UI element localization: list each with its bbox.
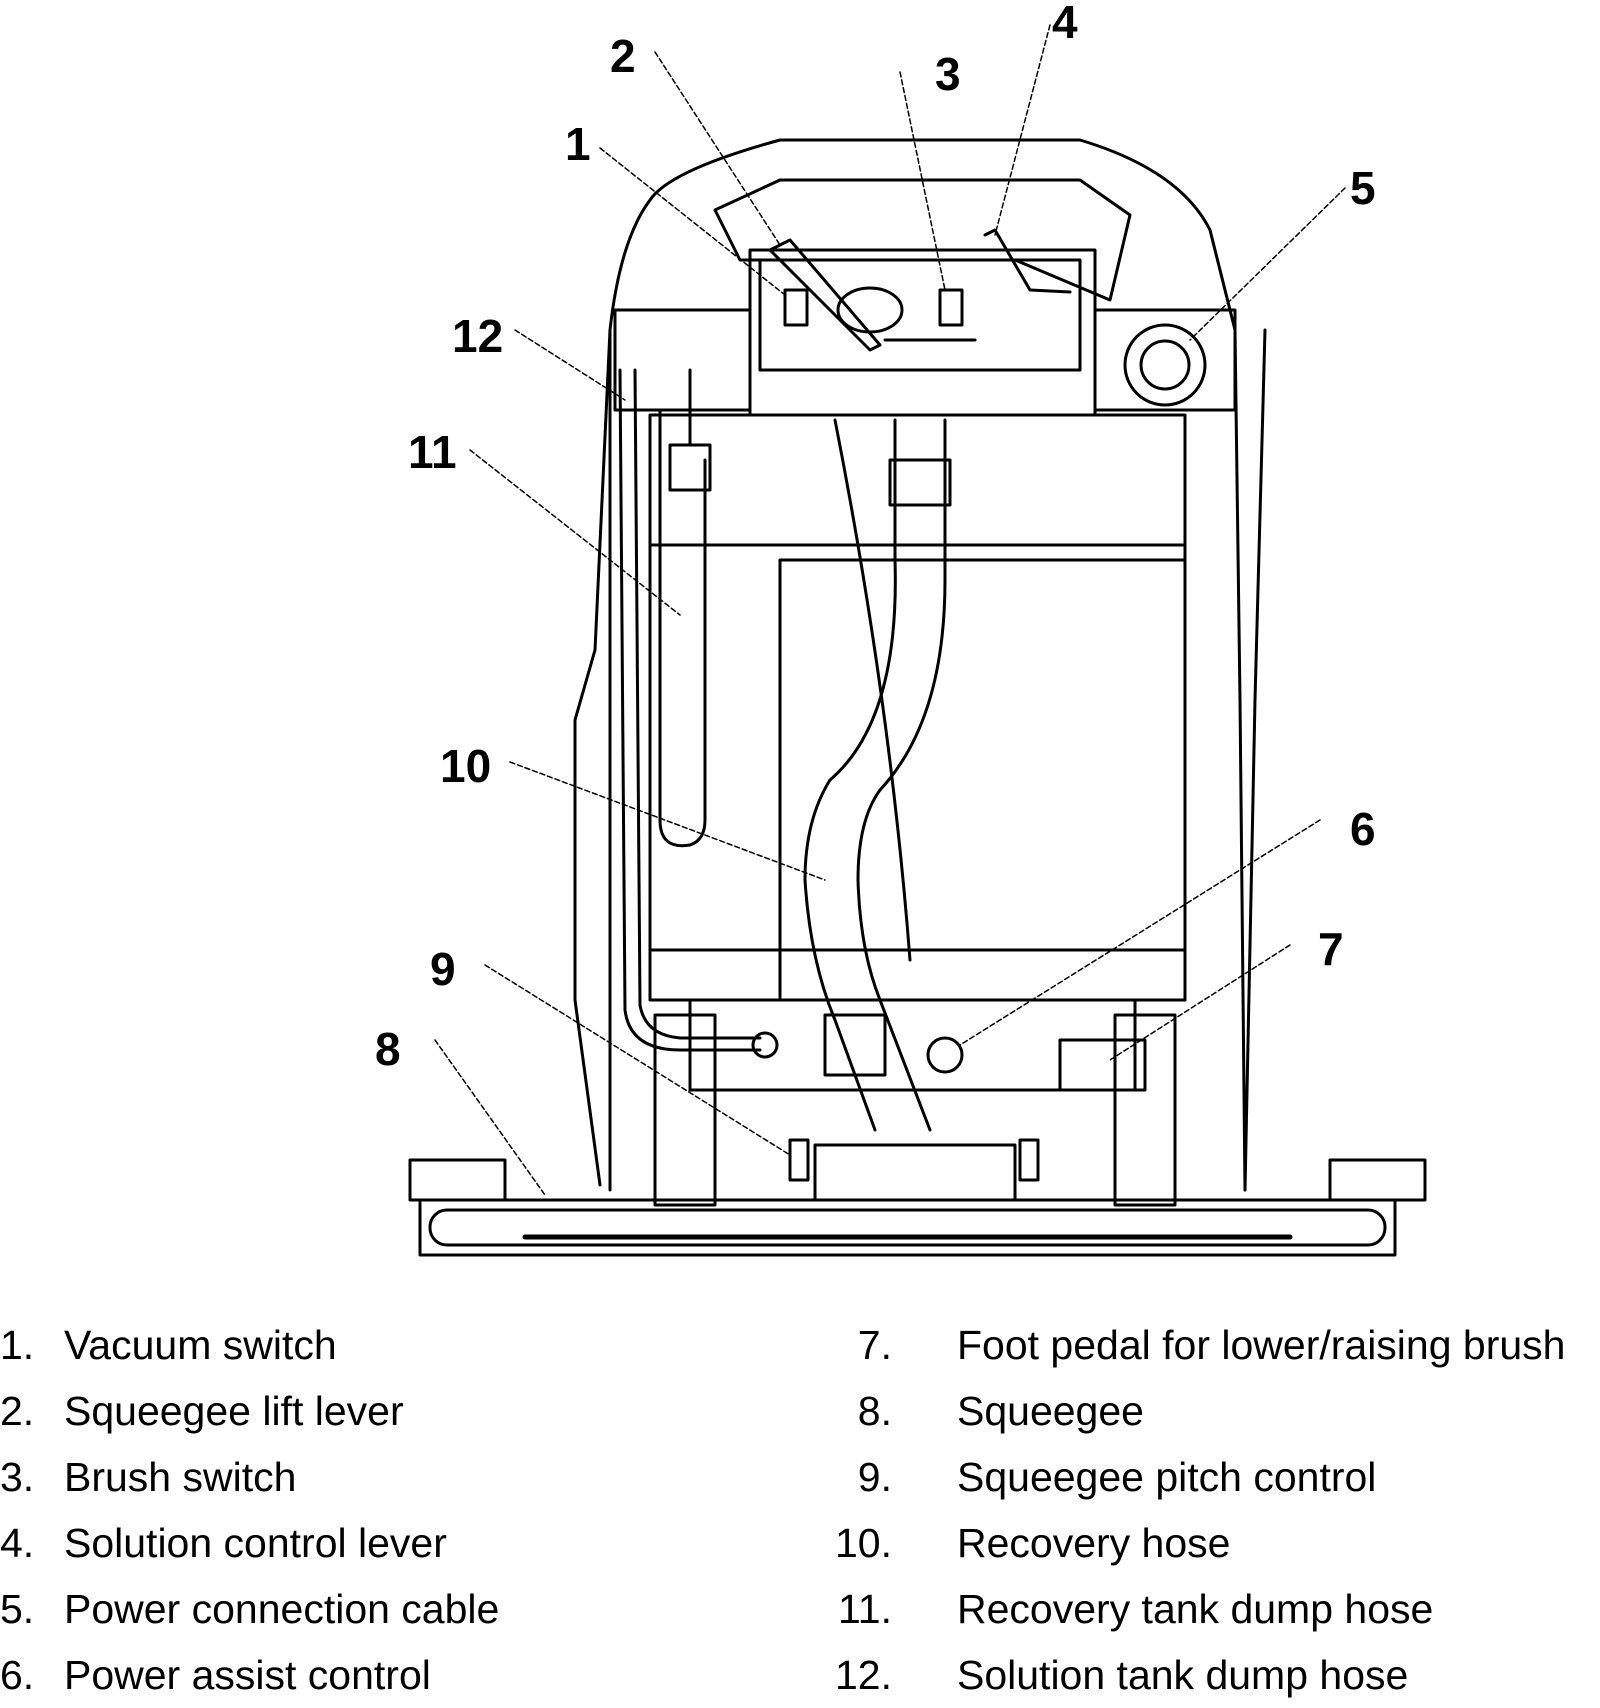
legend-number: 12. bbox=[835, 1652, 892, 1698]
left-wheel bbox=[653, 1013, 717, 1207]
dump-hose-12-inner bbox=[633, 368, 762, 1040]
legend-label: Brush switch bbox=[64, 1454, 297, 1500]
legend-label: Recovery tank dump hose bbox=[957, 1586, 1434, 1632]
callout-12: 12 bbox=[452, 310, 503, 362]
body-side-right bbox=[1243, 328, 1267, 1192]
callout-1: 1 bbox=[565, 118, 591, 170]
lower-frame bbox=[688, 998, 1137, 1092]
callout-4: 4 bbox=[1052, 0, 1078, 48]
callout-7: 7 bbox=[1318, 923, 1344, 975]
legend-label: Squeegee lift lever bbox=[64, 1388, 404, 1434]
switch-brush-shape bbox=[938, 288, 964, 327]
callout-11: 11 bbox=[408, 426, 457, 478]
recovery-tank-window bbox=[778, 558, 1187, 1002]
legend-label: Squeegee bbox=[957, 1388, 1144, 1434]
lever-squeegee-shape bbox=[768, 238, 882, 352]
callout-5: 5 bbox=[1350, 162, 1376, 214]
right-side-box bbox=[1093, 308, 1237, 412]
recovery-hose-10-edge bbox=[856, 418, 947, 1132]
parts-legend: 1. Vacuum switch 2. Squeegee lift lever … bbox=[0, 1300, 1600, 1703]
callout-8: 8 bbox=[375, 1023, 401, 1075]
control-panel-lower bbox=[748, 248, 1097, 417]
dump-hose-11-shape bbox=[658, 408, 707, 848]
leader-12 bbox=[514, 329, 626, 401]
machine-body-outline bbox=[608, 138, 1247, 1192]
leader-4 bbox=[994, 24, 1051, 236]
legend-label: Solution tank dump hose bbox=[957, 1652, 1409, 1698]
control-panel bbox=[758, 258, 1082, 372]
leader-5 bbox=[1189, 187, 1346, 341]
legend-number: 9. bbox=[857, 1454, 892, 1500]
legend-number: 2. bbox=[0, 1388, 35, 1434]
right-wheel bbox=[1113, 1013, 1177, 1207]
callout-2: 2 bbox=[610, 30, 636, 82]
body-side-left bbox=[573, 328, 612, 1187]
legend-number: 10. bbox=[835, 1520, 892, 1566]
foot-pedal-7-shape bbox=[1058, 1038, 1147, 1092]
squeegee-end-left bbox=[408, 1158, 507, 1202]
leader-1 bbox=[599, 147, 786, 296]
legend-number: 5. bbox=[0, 1586, 35, 1632]
squeegee-8-shape bbox=[418, 1198, 1397, 1257]
machine-diagram: 1 2 3 4 5 6 7 8 9 10 11 12 bbox=[375, 0, 1427, 1257]
callout-6: 6 bbox=[1350, 803, 1376, 855]
legend-number: 4. bbox=[0, 1520, 35, 1566]
squeegee-inner bbox=[428, 1208, 1387, 1247]
power-connector-outer bbox=[1123, 323, 1207, 407]
leader-2 bbox=[654, 51, 781, 246]
pitch-control-knob-right bbox=[1018, 1138, 1040, 1182]
tank-outline bbox=[648, 413, 1187, 1002]
legend-label: Power assist control bbox=[64, 1652, 431, 1698]
squeegee-end-right bbox=[1328, 1158, 1427, 1202]
legend-label: Squeegee pitch control bbox=[957, 1454, 1377, 1500]
hose-coupler-top bbox=[888, 458, 952, 507]
leader-8 bbox=[434, 1039, 546, 1196]
legend-label: Foot pedal for lower/raising brush bbox=[957, 1322, 1566, 1368]
pitch-control-knob bbox=[788, 1138, 810, 1182]
legend-number: 6. bbox=[0, 1652, 35, 1698]
leader-9 bbox=[484, 964, 791, 1156]
legend-number: 8. bbox=[857, 1388, 892, 1434]
power-connector-inner bbox=[1139, 339, 1191, 391]
leader-6 bbox=[959, 819, 1321, 1046]
legend-number: 3. bbox=[0, 1454, 35, 1500]
leader-10 bbox=[509, 761, 826, 881]
left-side-box bbox=[613, 308, 752, 412]
hose-connector bbox=[751, 1031, 779, 1059]
lever-solution-shape bbox=[983, 228, 1072, 294]
legend-number: 1. bbox=[0, 1322, 35, 1368]
squeegee-mount bbox=[813, 1143, 1017, 1202]
dump-hose-12-shape bbox=[618, 368, 762, 1052]
panel-gauge bbox=[836, 286, 904, 334]
legend-label: Recovery hose bbox=[957, 1520, 1231, 1566]
pedal-cable bbox=[833, 418, 912, 962]
hose-coupler-bottom bbox=[823, 1013, 887, 1077]
power-assist-knob bbox=[926, 1036, 964, 1074]
legend-number: 7. bbox=[857, 1322, 892, 1368]
leader-3 bbox=[899, 71, 946, 291]
leader-7 bbox=[1109, 944, 1291, 1061]
switch-vacuum-shape bbox=[783, 288, 809, 327]
legend-number: 11. bbox=[838, 1586, 892, 1632]
callout-9: 9 bbox=[430, 943, 456, 995]
callout-10: 10 bbox=[440, 740, 491, 792]
legend-label: Power connection cable bbox=[64, 1586, 500, 1632]
callout-3: 3 bbox=[935, 48, 961, 100]
leader-11 bbox=[469, 449, 681, 616]
recovery-hose-10-shape bbox=[803, 418, 897, 1132]
legend-label: Solution control lever bbox=[64, 1520, 447, 1566]
legend-label: Vacuum switch bbox=[64, 1322, 337, 1368]
